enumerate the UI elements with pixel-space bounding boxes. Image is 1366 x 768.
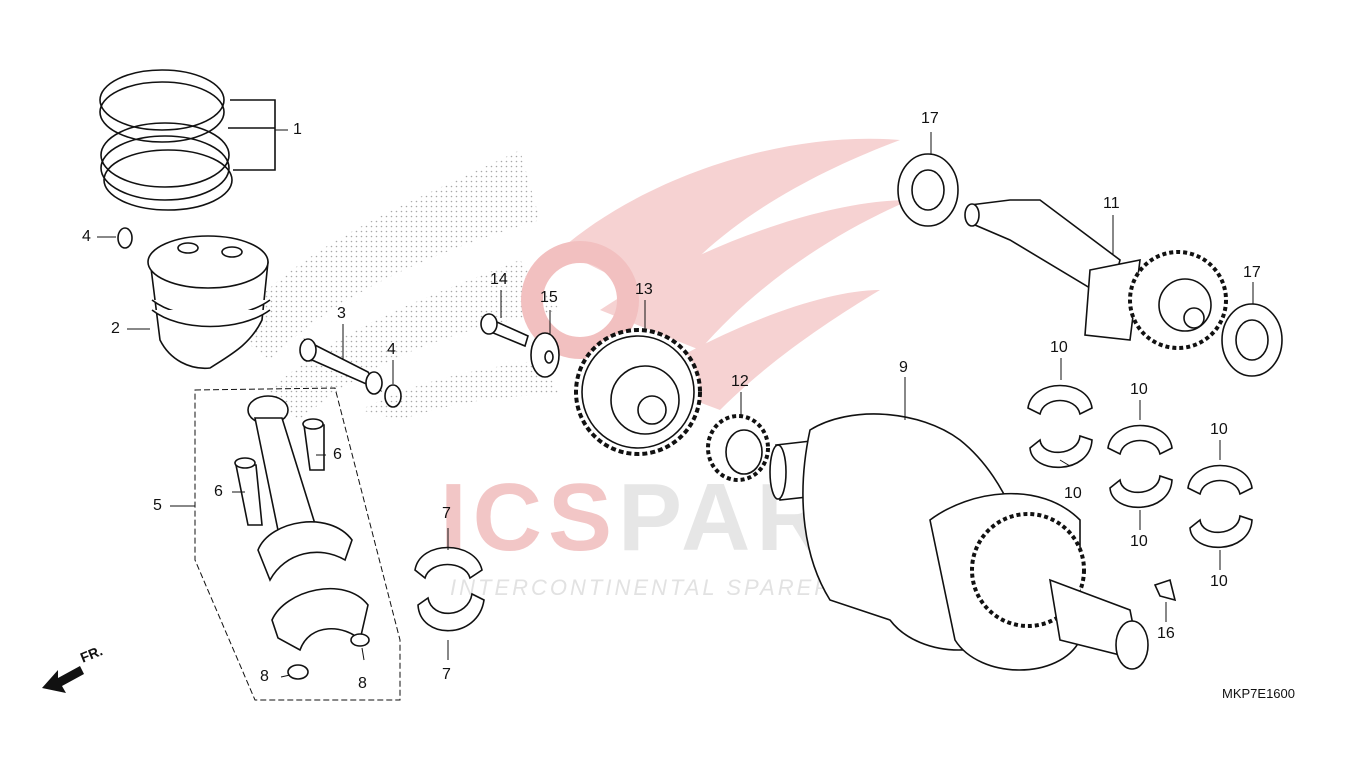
- crankshaft-icon: [769, 413, 1149, 671]
- callout-10-e: 10: [1210, 421, 1228, 438]
- callout-11: 11: [1103, 195, 1120, 212]
- main-bearing-icon: [1027, 384, 1253, 549]
- piston-rings-icon: [99, 69, 276, 211]
- flange-bolt-icon: [480, 313, 529, 348]
- callout-8-right: 8: [358, 675, 367, 692]
- callout-1: 1: [293, 121, 302, 138]
- piston-pin-icon: [299, 338, 383, 395]
- callout-7-upper: 7: [442, 505, 451, 522]
- callout-9: 9: [899, 359, 908, 376]
- watermark-logo: [230, 138, 910, 420]
- balancer-shaft-icon: [964, 199, 1228, 350]
- circlip-icon: [117, 227, 402, 408]
- leader-lines: [97, 129, 1254, 678]
- callout-10-a: 10: [1050, 339, 1068, 356]
- callout-3: 3: [337, 305, 346, 322]
- watermark-title-ics: ICS: [440, 464, 619, 571]
- callout-10-f: 10: [1210, 573, 1228, 590]
- callout-4-right: 4: [387, 341, 396, 358]
- piston-icon: [147, 235, 271, 370]
- callout-14: 14: [490, 271, 508, 288]
- callout-8-left: 8: [260, 668, 269, 685]
- front-direction-arrow-icon: [42, 666, 84, 693]
- washer-icon: [530, 332, 560, 378]
- callout-12: 12: [731, 373, 749, 390]
- oil-jet-icon: [287, 633, 370, 680]
- callout-6-lower: 6: [214, 483, 223, 500]
- callout-10-c: 10: [1130, 381, 1148, 398]
- callout-6-upper: 6: [333, 446, 342, 463]
- callout-17-right: 17: [1243, 264, 1261, 281]
- callout-4-left: 4: [82, 228, 91, 245]
- connecting-rod-icon: [247, 395, 369, 652]
- balancer-driven-gear-icon: [574, 328, 702, 456]
- radial-ball-bearing-icon: [897, 153, 1283, 377]
- primary-drive-gear-icon: [706, 414, 770, 482]
- callout-15: 15: [540, 289, 558, 306]
- callout-16: 16: [1157, 625, 1175, 642]
- callout-13: 13: [635, 281, 653, 298]
- woodruff-key-icon: [1153, 578, 1177, 602]
- callout-17-top: 17: [921, 110, 939, 127]
- callout-10-d: 10: [1130, 533, 1148, 550]
- callout-7-lower: 7: [442, 666, 451, 683]
- callout-5: 5: [153, 497, 162, 514]
- connecting-rod-group-outline: [194, 387, 401, 701]
- callout-10-b: 10: [1064, 485, 1082, 502]
- callout-2: 2: [111, 320, 120, 337]
- rod-bolt-icon: [234, 418, 325, 526]
- diagram-code: MKP7E1600: [1222, 686, 1295, 701]
- rod-bearing-icon: [414, 546, 485, 632]
